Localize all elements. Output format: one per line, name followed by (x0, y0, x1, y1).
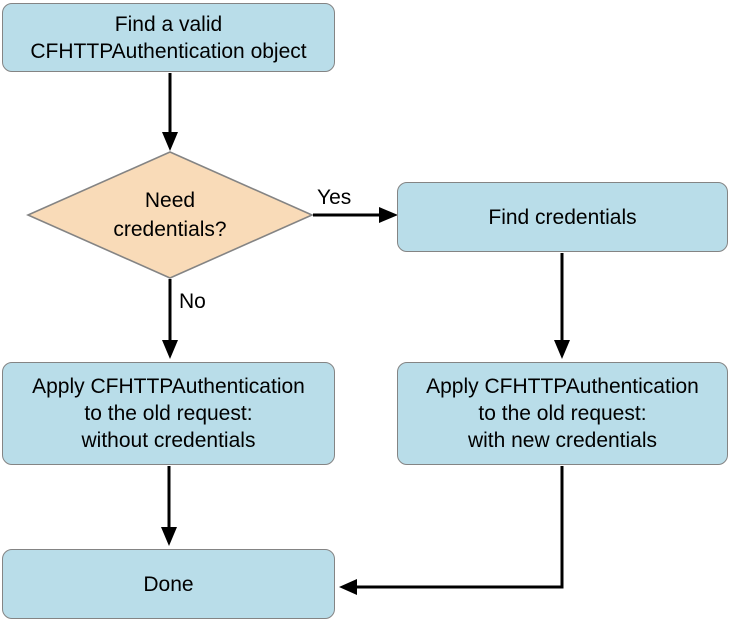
arrowhead-left-icon (339, 579, 357, 595)
arrow-apply-with-to-done (357, 466, 564, 589)
arrowhead-down-icon (162, 132, 178, 151)
node-done: Done (2, 549, 335, 619)
node-start: Find a valid CFHTTPAuthentication object (2, 3, 335, 72)
arrowhead-down-icon (161, 527, 177, 546)
edge-label-yes: Yes (317, 186, 352, 209)
node-apply-with-new-credentials: Apply CFHTTPAuthentication to the old re… (397, 362, 728, 465)
edge-label-no: No (179, 290, 206, 313)
arrowhead-down-icon (554, 340, 570, 359)
node-apply-without-credentials: Apply CFHTTPAuthentication to the old re… (2, 362, 335, 465)
decision-diamond-shape (26, 151, 314, 279)
node-find-credentials: Find credentials (397, 182, 728, 252)
arrowhead-right-icon (379, 207, 398, 223)
node-decision-label: Need credentials? (113, 189, 227, 241)
arrowhead-down-icon (162, 340, 178, 359)
